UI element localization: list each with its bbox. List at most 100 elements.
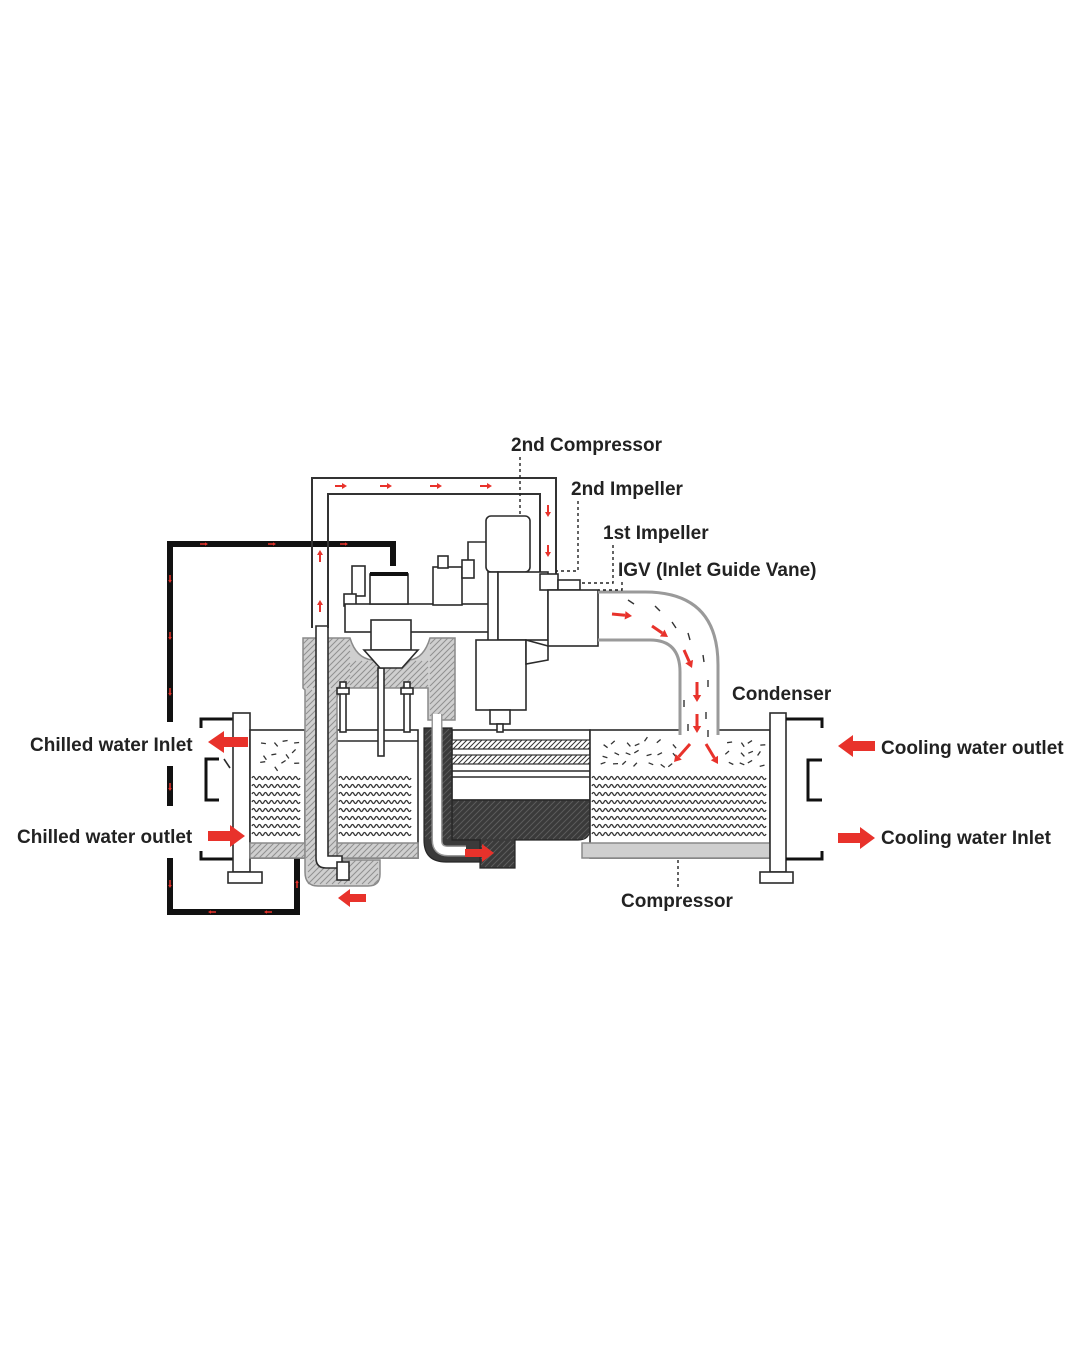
hatch-line xyxy=(467,754,478,765)
hatch-line xyxy=(517,739,528,750)
oil-return-fitting xyxy=(336,861,350,881)
discharge-flow-arrow-head xyxy=(342,483,347,489)
hatch-line xyxy=(336,842,344,850)
hatch-line xyxy=(527,754,538,765)
chilled-water-inlet-arrow xyxy=(208,731,248,753)
water-wave xyxy=(591,799,767,805)
hatch-line xyxy=(482,754,493,765)
label-cooling-water-inlet: Cooling water Inlet xyxy=(881,828,1052,849)
hatch-line xyxy=(424,728,432,736)
suction-gas-dash xyxy=(702,654,705,663)
suction-gas-dash xyxy=(627,599,635,605)
water-wave xyxy=(251,783,301,789)
hatch-line xyxy=(294,847,306,859)
loop-flow-mark-head xyxy=(168,885,172,888)
hatch-line xyxy=(388,660,417,689)
hatch-line xyxy=(443,708,456,721)
gas-dash xyxy=(739,762,745,766)
suction-flow-arrow xyxy=(704,743,716,759)
service-valve xyxy=(351,565,366,597)
hatch-line xyxy=(496,849,515,868)
hatch-line xyxy=(452,739,463,750)
hatch-line xyxy=(412,672,429,689)
hatch-line xyxy=(363,842,380,859)
hatch-line xyxy=(429,690,456,717)
hatch-line xyxy=(557,754,568,765)
hatch-line xyxy=(429,637,437,645)
condenser-inlet-opening xyxy=(681,726,717,734)
gas-dash xyxy=(757,751,761,756)
gas-dash xyxy=(646,753,652,757)
gas-dash xyxy=(621,760,627,766)
water-box-right-bottom-bracket xyxy=(786,851,824,861)
nut-left xyxy=(336,687,350,695)
bolt-right xyxy=(403,681,411,733)
leader-lines xyxy=(519,457,679,887)
hatch-line xyxy=(558,808,590,840)
gas-dash xyxy=(271,753,277,756)
gas-dash xyxy=(648,762,654,766)
hatch-line xyxy=(507,754,518,765)
discharge-flow-arrow-head xyxy=(545,512,551,517)
suction-flow-arrow-head xyxy=(624,611,632,620)
compressor-shaft-tip xyxy=(496,723,504,733)
liquid-tube-core xyxy=(433,714,466,855)
oil-line xyxy=(467,541,487,560)
label-igv: IGV (Inlet Guide Vane) xyxy=(618,560,816,581)
suction-flow-arrow xyxy=(677,743,692,758)
gas-dash xyxy=(626,742,631,747)
hatch-line xyxy=(451,739,458,746)
hatch-line xyxy=(462,754,473,765)
economizer-hatching xyxy=(424,728,591,868)
hatch-line xyxy=(582,832,590,840)
hatch-line xyxy=(552,739,563,750)
hatch-line xyxy=(562,754,573,765)
loop-flow-mark-head xyxy=(264,910,267,914)
suction-flow-arrow-head xyxy=(674,754,682,762)
bolt-center xyxy=(377,667,385,757)
water-box-right-top-bracket xyxy=(786,717,824,728)
hatch-line xyxy=(542,739,553,750)
hatch-line xyxy=(276,842,293,859)
hatch-line xyxy=(490,843,515,868)
hatch-line xyxy=(367,873,379,885)
volute xyxy=(525,638,549,665)
loop-flow-mark-head xyxy=(295,880,299,883)
compressor-shaft xyxy=(489,709,511,725)
hatch-line xyxy=(582,756,591,765)
hatch-line xyxy=(504,800,544,840)
hatch-line xyxy=(534,800,574,840)
condenser-tube-sheet xyxy=(759,712,794,884)
gas-dash xyxy=(643,736,648,742)
water-wave xyxy=(251,807,301,813)
hatch-line xyxy=(452,800,466,814)
hatch-line xyxy=(429,648,456,675)
hatch-line xyxy=(567,739,578,750)
suction-flow-arrow xyxy=(651,624,664,635)
water-wave xyxy=(338,791,412,797)
discharge-flow-arrow-head xyxy=(487,483,492,489)
gas-dash xyxy=(274,766,279,772)
control-valve-side xyxy=(461,559,475,579)
loop-flow-mark-head xyxy=(168,788,172,791)
hatch-line xyxy=(562,739,573,750)
hatch-line xyxy=(532,754,543,765)
discharge-flow-arrow-head xyxy=(545,552,551,557)
label-compressor: Compressor xyxy=(621,891,734,912)
water-box-top-bracket xyxy=(199,717,233,728)
hatch-line xyxy=(457,739,468,750)
condenser-water-box xyxy=(786,717,824,861)
hatch-line xyxy=(484,840,512,868)
water-box-partition xyxy=(204,757,219,802)
hatch-line xyxy=(249,842,263,856)
hatch-line xyxy=(449,714,456,721)
suction-flow-arrow-head xyxy=(659,629,668,637)
hatch-line xyxy=(540,800,580,840)
hatch-line xyxy=(577,754,588,765)
hatch-line xyxy=(352,660,381,689)
gas-dash xyxy=(260,742,266,745)
discharge-pipe-outer xyxy=(311,477,557,628)
water-wave xyxy=(591,823,767,829)
gas-dash xyxy=(625,752,631,756)
hatch-line xyxy=(258,842,275,859)
